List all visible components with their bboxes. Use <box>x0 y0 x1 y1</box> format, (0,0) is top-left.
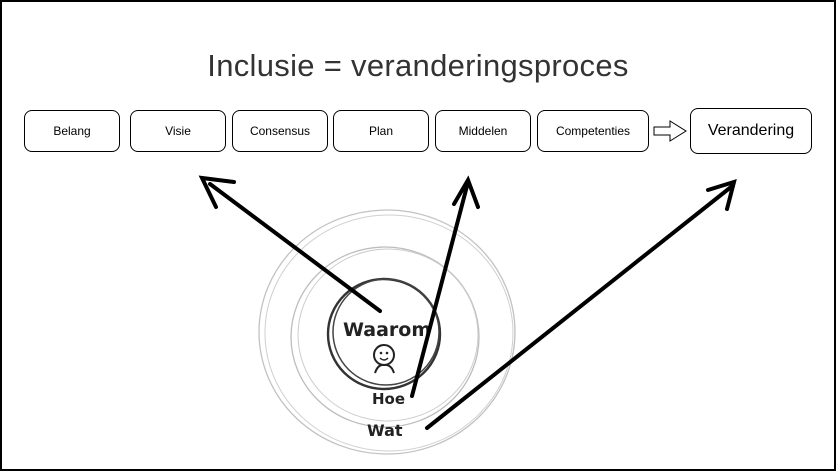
step-verandering: Verandering <box>690 108 812 154</box>
arrow-wat-to-verandering <box>425 179 737 430</box>
step-visie: Visie <box>130 110 226 152</box>
arrow-hoe-to-middelen <box>410 175 480 398</box>
label-hoe: Hoe <box>372 390 405 408</box>
arrow-waarom-to-visie <box>198 175 382 313</box>
smiley-face-icon <box>373 344 395 374</box>
step-plan: Plan <box>333 110 429 152</box>
step-consensus: Consensus <box>232 110 328 152</box>
label-wat: Wat <box>367 421 403 440</box>
slide-title: Inclusie = veranderingsproces <box>207 48 629 83</box>
step-belang: Belang <box>24 110 120 152</box>
concentric-circles-sketch <box>258 209 516 455</box>
step-competenties: Competenties <box>537 110 649 152</box>
label-waarom: Waarom <box>343 319 431 341</box>
step-middelen: Middelen <box>435 110 531 152</box>
hollow-right-arrow-icon <box>653 120 687 142</box>
